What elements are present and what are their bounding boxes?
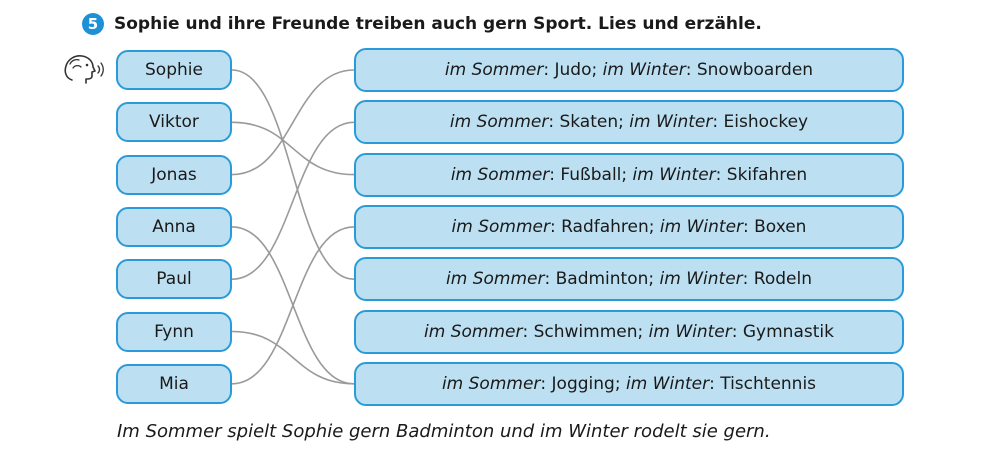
activity-box-7[interactable]: im Sommer: Jogging; im Winter: Tischtenn…	[354, 361, 904, 406]
activity-summer: : Jogging;	[540, 373, 626, 394]
activity-winter-label: im Winter	[648, 321, 732, 342]
name-label: Mia	[159, 373, 189, 394]
activity-winter-label: im Winter	[632, 164, 716, 185]
activity-summer: : Skaten;	[548, 112, 630, 133]
activity-winter: : Rodeln	[742, 269, 812, 290]
activity-winter-label: im Winter	[629, 112, 713, 133]
name-label: Sophie	[145, 60, 203, 80]
activity-box-4[interactable]: im Sommer: Radfahren; im Winter: Boxen	[354, 204, 904, 249]
activity-summer: : Schwimmen;	[522, 321, 649, 342]
activity-winter: : Skifahren	[715, 164, 808, 185]
activity-summer: : Fußball;	[549, 164, 633, 185]
name-label: Jonas	[151, 164, 197, 185]
activity-summer-label: im Sommer	[450, 164, 550, 185]
name-box-anna[interactable]: Anna	[116, 206, 232, 247]
activity-summer-label: im Sommer	[446, 269, 545, 290]
activity-box-6[interactable]: im Sommer: Schwimmen; im Winter: Gymnast…	[354, 309, 904, 354]
activity-box-3[interactable]: im Sommer: Fußball; im Winter: Skifahren	[354, 152, 904, 197]
activity-box-1[interactable]: im Sommer: Judo; im Winter: Snowboarden	[354, 48, 904, 92]
name-box-jonas[interactable]: Jonas	[116, 154, 232, 195]
activity-box-5[interactable]: im Sommer: Badminton; im Winter: Rodeln	[354, 257, 904, 302]
match-line-sophie	[231, 69, 355, 280]
task-instruction: Sophie und ihre Freunde treiben auch ger…	[114, 14, 762, 34]
activity-summer-label: im Sommer	[451, 216, 550, 237]
name-label: Viktor	[149, 112, 199, 133]
activity-summer: : Radfahren;	[549, 216, 660, 237]
task-number-badge: 5	[82, 13, 104, 35]
activity-winter-label: im Winter	[625, 373, 710, 394]
name-box-fynn[interactable]: Fynn	[116, 311, 232, 352]
activity-summer: : Judo;	[543, 60, 603, 80]
example-sentence: Im Sommer spielt Sophie gern Badminton u…	[117, 421, 771, 442]
name-label: Paul	[156, 269, 192, 290]
activity-winter-label: im Winter	[602, 60, 686, 80]
activity-summer-label: im Sommer	[441, 373, 541, 394]
match-line-mia	[231, 226, 355, 385]
activity-winter-label: im Winter	[659, 269, 743, 290]
speaking-head-icon	[64, 55, 104, 84]
activity-summer-label: im Sommer	[449, 112, 549, 133]
activity-winter: : Eishockey	[712, 112, 809, 133]
name-box-viktor[interactable]: Viktor	[116, 102, 232, 143]
activity-summer-label: im Sommer	[424, 321, 523, 342]
name-box-mia[interactable]: Mia	[116, 363, 232, 404]
name-label: Fynn	[154, 321, 194, 342]
activity-winter: : Tischtennis	[709, 373, 817, 394]
name-box-paul[interactable]: Paul	[116, 259, 232, 300]
match-line-paul	[231, 121, 355, 280]
activity-winter: : Gymnastik	[731, 321, 834, 342]
match-line-fynn	[231, 330, 355, 385]
match-line-viktor	[231, 121, 355, 176]
activity-winter-label: im Winter	[659, 216, 744, 237]
activity-summer-label: im Sommer	[444, 60, 544, 80]
activity-summer: : Badminton;	[544, 269, 660, 290]
activity-box-2[interactable]: im Sommer: Skaten; im Winter: Eishockey	[354, 100, 904, 145]
name-box-sophie[interactable]: Sophie	[116, 50, 232, 90]
activity-winter: : Snowboarden	[685, 60, 814, 80]
activity-winter: : Boxen	[743, 216, 807, 237]
name-label: Anna	[152, 216, 196, 237]
match-line-jonas	[231, 69, 355, 176]
